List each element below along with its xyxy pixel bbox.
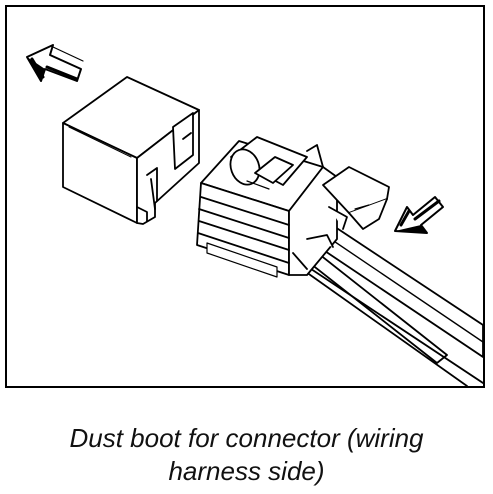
connector	[196, 136, 390, 278]
wire-harness	[286, 214, 483, 386]
dust-boot	[62, 76, 200, 225]
removal-arrow-icon	[26, 44, 84, 82]
press-arrow-icon	[394, 196, 444, 234]
caption-line-1: Dust boot for connector (wiring	[69, 423, 424, 453]
connector-illustration	[26, 44, 483, 386]
figure-caption: Dust boot for connector (wiring harness …	[0, 422, 493, 488]
caption-line-2: harness side)	[168, 456, 325, 486]
illustration-frame	[5, 5, 485, 388]
